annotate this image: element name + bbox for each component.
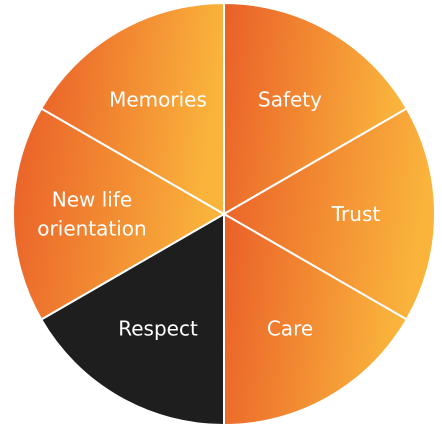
segment-label-care: Care <box>267 316 313 340</box>
segment-care <box>223 213 408 426</box>
segment-label-line: New life <box>52 188 132 212</box>
segment-label-line: orientation <box>37 217 146 241</box>
segment-label-line: Safety <box>258 88 322 112</box>
segment-label-memories: Memories <box>109 88 207 112</box>
segment-label-line: Respect <box>118 316 198 340</box>
segment-safety <box>223 2 408 215</box>
segments-layer <box>12 2 436 426</box>
segment-label-line: Trust <box>331 202 381 226</box>
segment-memories <box>40 2 225 215</box>
segment-respect <box>40 213 225 426</box>
segment-label-respect: Respect <box>118 316 198 340</box>
segment-trust <box>223 107 436 321</box>
segment-label-safety: Safety <box>258 88 322 112</box>
segment-new-life-orientation <box>12 107 225 321</box>
segment-label-line: Memories <box>109 88 207 112</box>
segment-label-new-life-orientation: New life orientation <box>37 188 146 241</box>
segment-label-trust: Trust <box>331 202 381 226</box>
segment-label-line: Care <box>267 316 313 340</box>
